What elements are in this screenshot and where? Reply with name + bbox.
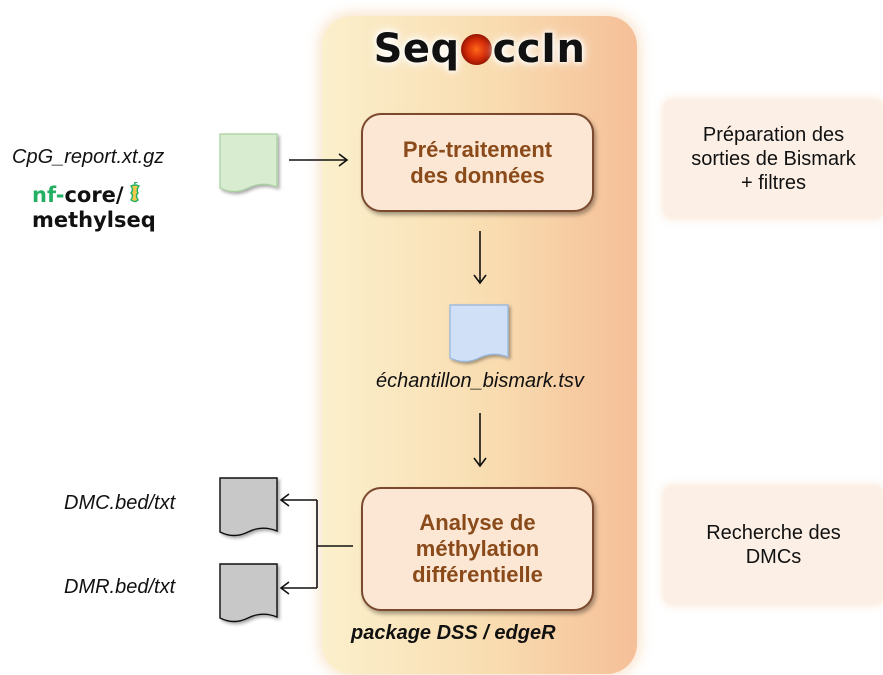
nfcore-nf: nf- — [32, 183, 65, 207]
description-preprocessing-text: Préparation des sorties de Bismark + fil… — [691, 124, 856, 194]
title-o-logo-icon — [460, 34, 492, 65]
output-dmr-file-icon — [219, 563, 278, 623]
nfcore-methylseq: methylseq — [32, 208, 156, 232]
intermediate-file-icon — [449, 304, 509, 363]
analysis-label: Analyse de méthylation différentielle — [412, 510, 543, 587]
output-dmr-label: DMR.bed/txt — [64, 576, 176, 598]
description-preprocessing: Préparation des sorties de Bismark + fil… — [664, 100, 883, 218]
description-analysis: Recherche des DMCs — [664, 486, 883, 604]
arrow-preprocessing-to-intermediate — [473, 231, 487, 285]
description-analysis-text: Recherche des DMCs — [706, 522, 841, 568]
output-dmc-file-icon — [219, 477, 278, 537]
input-file-label: CpG_report.xt.gz — [12, 146, 165, 168]
title-suffix: ccIn — [492, 26, 586, 72]
package-label: package DSS / edgeR — [351, 622, 556, 644]
preprocessing-label: Pré-traitement des données — [402, 136, 553, 188]
nfcore-core: core/ — [64, 183, 124, 207]
apple-icon — [128, 181, 142, 203]
analysis-box: Analyse de méthylation différentielle — [361, 487, 594, 611]
arrow-analysis-to-outputs — [279, 493, 353, 595]
input-file-icon — [219, 133, 278, 193]
arrow-intermediate-to-analysis — [473, 413, 487, 468]
output-dmc-label: DMC.bed/txt — [64, 492, 176, 514]
arrow-input-to-preprocessing — [289, 153, 349, 167]
title-prefix: Seq — [373, 26, 460, 72]
nfcore-logo: nf-core/ methylseq — [32, 181, 156, 233]
preprocessing-box: Pré-traitement des données — [361, 113, 594, 212]
intermediate-file-label: échantillon_bismark.tsv — [376, 370, 584, 392]
